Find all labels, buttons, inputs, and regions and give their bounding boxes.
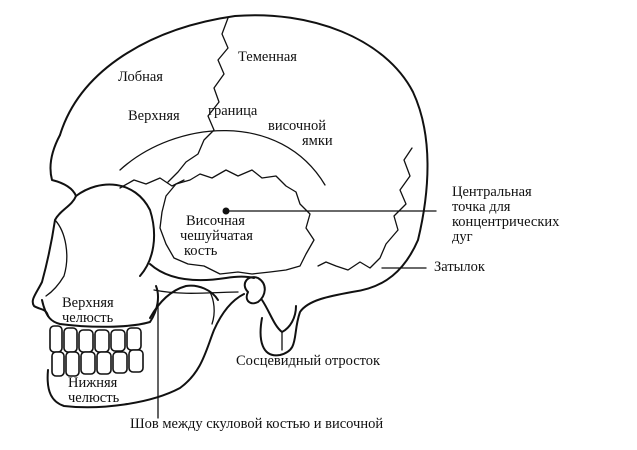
label-temporal-squama-1: Височная — [186, 213, 245, 229]
label-central-point-3: концентрических — [452, 214, 560, 230]
label-fossa: ямки — [302, 133, 333, 149]
label-maxilla-1: Верхняя — [62, 295, 114, 311]
label-occiput: Затылок — [434, 259, 485, 275]
label-mandible-2: челюсть — [68, 390, 120, 406]
coronal-suture — [167, 17, 229, 183]
label-temporal-of: височной — [268, 118, 326, 134]
label-border: граница — [208, 103, 258, 119]
label-parietal: Теменная — [238, 49, 297, 65]
label-frontal: Лобная — [118, 69, 163, 85]
zygomatic-arch — [149, 263, 255, 282]
temporal-squama — [159, 169, 315, 275]
label-suture: Шов между скуловой костью и височной — [130, 416, 384, 432]
label-central-point-4: дуг — [452, 229, 473, 245]
label-central-point-2: точка для — [452, 199, 511, 215]
skull-outline — [59, 14, 429, 357]
zygomatic-contour — [119, 177, 185, 189]
temporal-line — [119, 130, 326, 186]
label-maxilla-2: челюсть — [62, 310, 114, 326]
label-mandible-1: Нижняя — [68, 375, 118, 391]
label-mastoid: Сосцевидный отросток — [236, 353, 381, 369]
zygomatic-arch-lower — [153, 289, 239, 294]
central-point-dot — [222, 207, 230, 215]
lambdoid-suture — [317, 147, 413, 271]
label-temporal-squama-3: кость — [184, 243, 218, 259]
orbit-rim — [75, 183, 156, 277]
label-temporal-squama-2: чешуйчатая — [180, 228, 253, 244]
ear-opening — [243, 276, 266, 305]
upper-teeth — [49, 325, 142, 353]
mandible-outline — [46, 293, 245, 409]
label-upper: Верхняя — [128, 108, 180, 124]
maxilla-outline — [41, 285, 159, 328]
nasal-cavity — [45, 219, 68, 297]
lower-teeth — [51, 349, 144, 377]
coronoid-process — [209, 291, 215, 325]
label-central-point-1: Центральная — [452, 184, 532, 200]
mastoid-process — [261, 299, 297, 333]
